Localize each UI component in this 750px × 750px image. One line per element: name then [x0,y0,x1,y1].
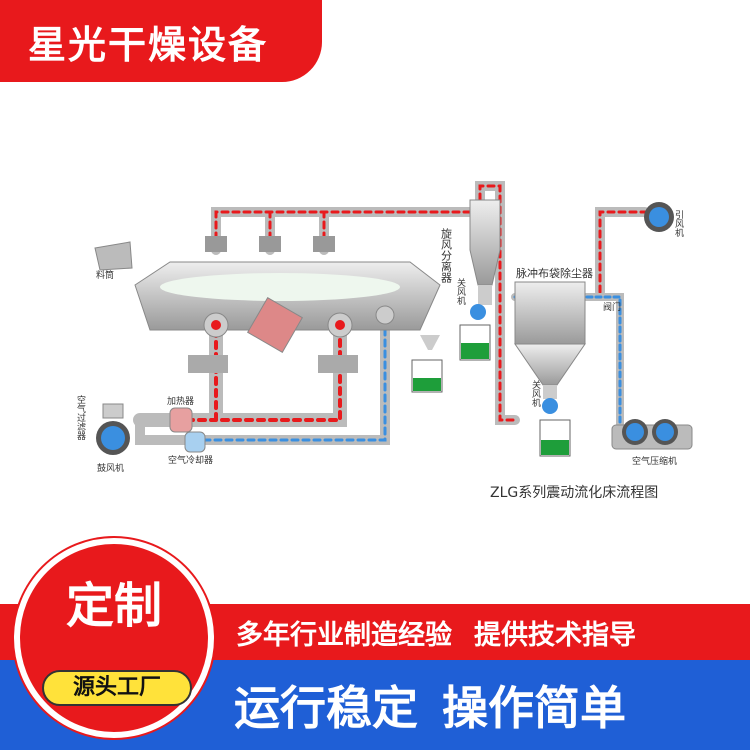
label-air-compressor: 空气压缩机 [632,455,677,467]
label-heater: 加热器 [167,395,194,407]
badge-main: 定制 [65,578,162,634]
slogan-experience: 多年行业制造经验 [236,619,452,651]
custom-badge: 定制 源头工厂 [14,538,214,738]
label-valve: 阀门 [603,301,621,313]
label-cyclone: 旋风分离器 [440,227,453,284]
label-hopper: 料筒 [96,269,114,281]
diagram-caption: ZLG系列震动流化床流程图 [490,485,658,501]
label-induced-fan: 引风机 [673,210,684,238]
brand-banner: 星光干燥设备 [0,0,322,82]
label-air-cooler: 空气冷却器 [168,454,213,466]
label-bag-filter: 脉冲布袋除尘器 [516,266,593,280]
label-rotary-valve-2: 关风机 [530,379,541,408]
slogan-guidance: 提供技术指导 [474,619,636,651]
label-blower: 鼓风机 [97,462,124,474]
slogan-simple: 操作简单 [442,681,626,735]
label-rotary-valve-1: 关风机 [455,277,466,306]
label-air-filter: 空气过滤器 [75,394,86,440]
slogan-stable: 运行稳定 [234,681,418,735]
brand-title: 星光干燥设备 [28,22,269,67]
badge-sub-pill: 源头工厂 [42,670,192,706]
process-flow-diagram: 料筒 空气过滤器 鼓风机 加热器 空气冷却器 旋风分离器 关风机 关风机 脉冲布… [75,181,693,501]
